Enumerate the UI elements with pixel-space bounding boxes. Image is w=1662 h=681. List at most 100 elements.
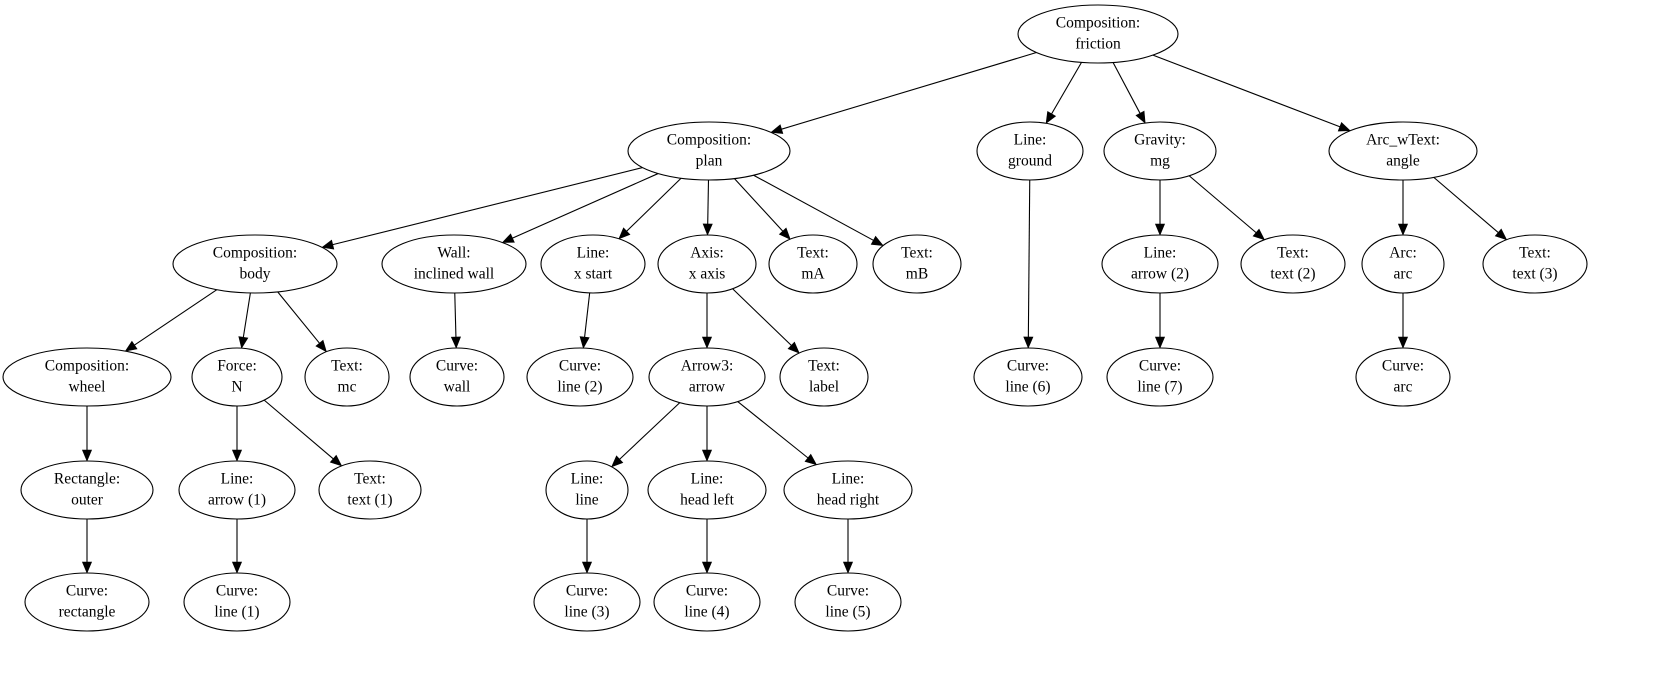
node-ellipse[interactable] (973, 347, 1083, 407)
graph-edge (579, 292, 591, 349)
graph-node-wheel[interactable]: Composition:wheel (2, 347, 172, 407)
graph-node-line3[interactable]: Curve:line (3) (533, 572, 641, 632)
edge-line (1027, 179, 1031, 338)
edge-line (332, 167, 643, 246)
node-ellipse[interactable] (872, 234, 962, 294)
node-ellipse[interactable] (768, 234, 858, 294)
graph-node-inclinedwall[interactable]: Wall:inclined wall (381, 234, 527, 294)
node-ellipse[interactable] (1106, 347, 1214, 407)
graph-node-rectouter[interactable]: Rectangle:outer (20, 460, 154, 520)
graph-node-mB[interactable]: Text:mB (872, 234, 962, 294)
graph-edge (753, 174, 884, 246)
graph-node-headleft[interactable]: Line:head left (647, 460, 767, 520)
graph-node-curvearc[interactable]: Curve:arc (1355, 347, 1451, 407)
node-ellipse[interactable] (526, 347, 634, 407)
node-ellipse[interactable] (318, 460, 422, 520)
graph-node-text2[interactable]: Text:text (2) (1240, 234, 1346, 294)
edge-line (454, 292, 457, 338)
graph-edge (321, 167, 643, 250)
graph-node-text3[interactable]: Text:text (3) (1482, 234, 1588, 294)
node-ellipse[interactable] (191, 347, 283, 407)
graph-edge (81, 406, 93, 462)
node-ellipse[interactable] (178, 460, 296, 520)
graph-node-friction[interactable]: Composition:friction (1017, 4, 1179, 64)
node-ellipse[interactable] (647, 460, 767, 520)
graph-node-mg[interactable]: Gravity:mg (1103, 121, 1217, 181)
graph-node-xaxis[interactable]: Axis:x axis (657, 234, 757, 294)
graph-node-body[interactable]: Composition:body (172, 234, 338, 294)
graph-node-line1[interactable]: Curve:line (1) (183, 572, 291, 632)
node-ellipse[interactable] (1017, 4, 1179, 64)
edge-arrowhead-icon (778, 227, 791, 240)
graph-node-curverect[interactable]: Curve:rectangle (24, 572, 150, 632)
node-ellipse[interactable] (183, 572, 291, 632)
graph-node-text1[interactable]: Text:text (1) (318, 460, 422, 520)
edge-line (619, 402, 681, 460)
node-ellipse[interactable] (304, 347, 390, 407)
node-ellipse[interactable] (779, 347, 869, 407)
edge-line (242, 292, 251, 338)
node-ellipse[interactable] (783, 460, 913, 520)
graph-node-linel[interactable]: Line:line (545, 460, 629, 520)
node-ellipse[interactable] (627, 121, 791, 181)
node-ellipse[interactable] (540, 234, 646, 294)
node-ellipse[interactable] (794, 572, 902, 632)
edge-arrowhead-icon (329, 454, 343, 467)
node-ellipse[interactable] (1361, 234, 1445, 294)
edge-line (753, 174, 874, 241)
edge-arrowhead-icon (1337, 121, 1351, 132)
graph-edge (581, 519, 593, 574)
graph-node-line2[interactable]: Curve:line (2) (526, 347, 634, 407)
graph-node-mc[interactable]: Text:mc (304, 347, 390, 407)
graph-edge (702, 179, 713, 236)
node-ellipse[interactable] (172, 234, 338, 294)
node-ellipse[interactable] (533, 572, 641, 632)
graph-node-line7[interactable]: Curve:line (7) (1106, 347, 1214, 407)
edge-arrowhead-icon (787, 341, 800, 354)
node-ellipse[interactable] (1482, 234, 1588, 294)
graph-node-arrow3[interactable]: Arrow3:arrow (648, 347, 766, 407)
edge-line (1112, 62, 1141, 114)
graph-node-line4[interactable]: Curve:line (4) (653, 572, 761, 632)
edge-line (1051, 62, 1082, 115)
node-ellipse[interactable] (1103, 121, 1217, 181)
node-ellipse[interactable] (545, 460, 629, 520)
graph-edge (263, 399, 343, 467)
graph-node-line5[interactable]: Curve:line (5) (794, 572, 902, 632)
node-ellipse[interactable] (648, 347, 766, 407)
graph-node-xstart[interactable]: Line:x start (540, 234, 646, 294)
edge-arrowhead-icon (842, 561, 854, 574)
edge-arrowhead-icon (611, 455, 624, 468)
graph-node-arrow1[interactable]: Line:arrow (1) (178, 460, 296, 520)
graph-node-plan[interactable]: Composition:plan (627, 121, 791, 181)
node-ellipse[interactable] (1101, 234, 1219, 294)
graph-edge (1045, 62, 1082, 125)
graph-node-arrow2[interactable]: Line:arrow (2) (1101, 234, 1219, 294)
graph-node-headright[interactable]: Line:head right (783, 460, 913, 520)
edge-arrowhead-icon (581, 561, 593, 574)
graph-node-line6[interactable]: Curve:line (6) (973, 347, 1083, 407)
graph-node-mA[interactable]: Text:mA (768, 234, 858, 294)
node-ellipse[interactable] (2, 347, 172, 407)
graph-edge (1154, 180, 1166, 236)
node-ellipse[interactable] (976, 121, 1084, 181)
graph-node-arc[interactable]: Arc:arc (1361, 234, 1445, 294)
node-ellipse[interactable] (1240, 234, 1346, 294)
node-ellipse[interactable] (409, 347, 505, 407)
node-ellipse[interactable] (1355, 347, 1451, 407)
node-ellipse[interactable] (24, 572, 150, 632)
node-ellipse[interactable] (20, 460, 154, 520)
graph-node-forceN[interactable]: Force:N (191, 347, 283, 407)
node-ellipse[interactable] (1328, 121, 1478, 181)
node-ellipse[interactable] (657, 234, 757, 294)
node-ellipse[interactable] (381, 234, 527, 294)
graph-node-wall[interactable]: Curve:wall (409, 347, 505, 407)
graph-node-ground[interactable]: Line:ground (976, 121, 1084, 181)
graph-edge (81, 519, 93, 574)
edge-arrowhead-icon (579, 336, 590, 349)
graph-node-angle[interactable]: Arc_wText:angle (1328, 121, 1478, 181)
node-ellipse[interactable] (653, 572, 761, 632)
edge-line (732, 288, 792, 346)
graph-node-label[interactable]: Text:label (779, 347, 869, 407)
graph-edge (231, 406, 243, 462)
